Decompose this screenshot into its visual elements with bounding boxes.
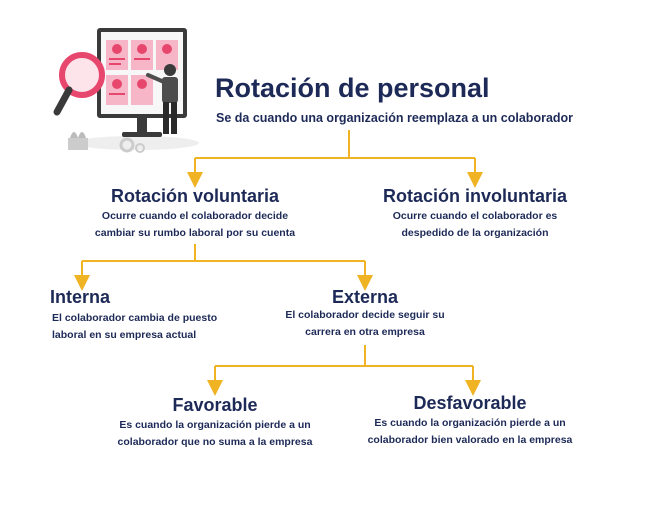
node-voluntaria-title: Rotación voluntaria [110, 186, 280, 206]
node-involuntaria-desc-2: despedido de la organización [401, 227, 549, 239]
node-involuntaria-title: Rotación involuntaria [382, 186, 568, 206]
node-interna-desc-2: laboral en su empresa actual [52, 329, 197, 341]
node-desfavorable-desc-2: colaborador bien valorado en la empresa [367, 434, 573, 446]
node-favorable-title: Favorable [172, 395, 258, 415]
node-interna-desc-1: El colaborador cambia de puesto [52, 312, 218, 324]
diagram-subtitle: Se da cuando una organización reemplaza … [216, 111, 574, 125]
node-favorable-desc-1: Es cuando la organización pierde a un [119, 419, 311, 431]
node-favorable-desc-2: colaborador que no suma a la empresa [117, 436, 313, 448]
node-interna-title: Interna [50, 287, 111, 307]
diagram-title: Rotación de personal [215, 73, 490, 103]
node-desfavorable-desc-1: Es cuando la organización pierde a un [374, 417, 566, 429]
node-desfavorable-title: Desfavorable [413, 393, 527, 413]
person-reviewing-candidates-illustration [53, 28, 199, 153]
node-voluntaria-desc-1: Ocurre cuando el colaborador decide [101, 210, 289, 222]
node-involuntaria-desc-1: Ocurre cuando el colaborador es [392, 210, 558, 222]
node-externa-title: Externa [331, 287, 399, 307]
node-externa-desc-2: carrera en otra empresa [305, 326, 425, 338]
node-externa-desc-1: El colaborador decide seguir su [285, 309, 445, 321]
node-voluntaria-desc-2: cambiar su rumbo laboral por su cuenta [94, 227, 296, 239]
